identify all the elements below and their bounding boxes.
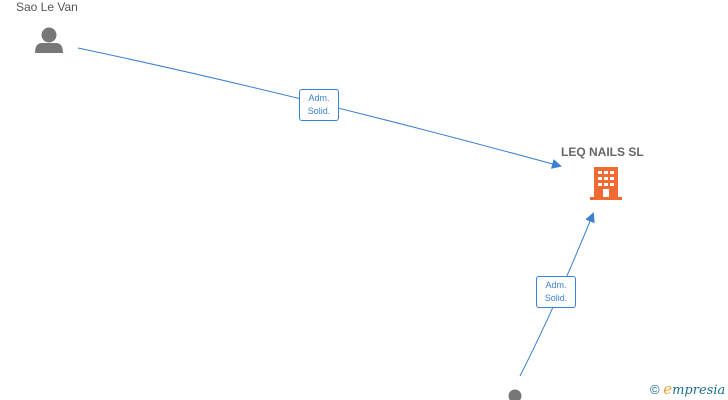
empresia-watermark: © empresia <box>650 380 725 398</box>
brand-initial: e <box>663 380 673 398</box>
person-icon[interactable] <box>508 389 522 400</box>
edge-badge-line2: Solid. <box>307 106 331 116</box>
person-icon[interactable] <box>35 27 63 54</box>
edge-badge-line1: Adm. <box>545 280 567 290</box>
edge-badge: Adm. Solid. <box>299 89 339 121</box>
copyright-symbol: © <box>650 382 660 397</box>
company-name-label[interactable]: LEQ NAILS SL <box>561 145 644 159</box>
edge-badge-line2: Solid. <box>544 293 568 303</box>
person-name-label[interactable]: Sao Le Van <box>16 0 78 14</box>
edge-badge-line1: Adm. <box>308 93 330 103</box>
brand-name: mpresia <box>672 383 726 398</box>
edge-badge: Adm. Solid. <box>536 276 576 308</box>
building-icon[interactable] <box>590 167 622 200</box>
